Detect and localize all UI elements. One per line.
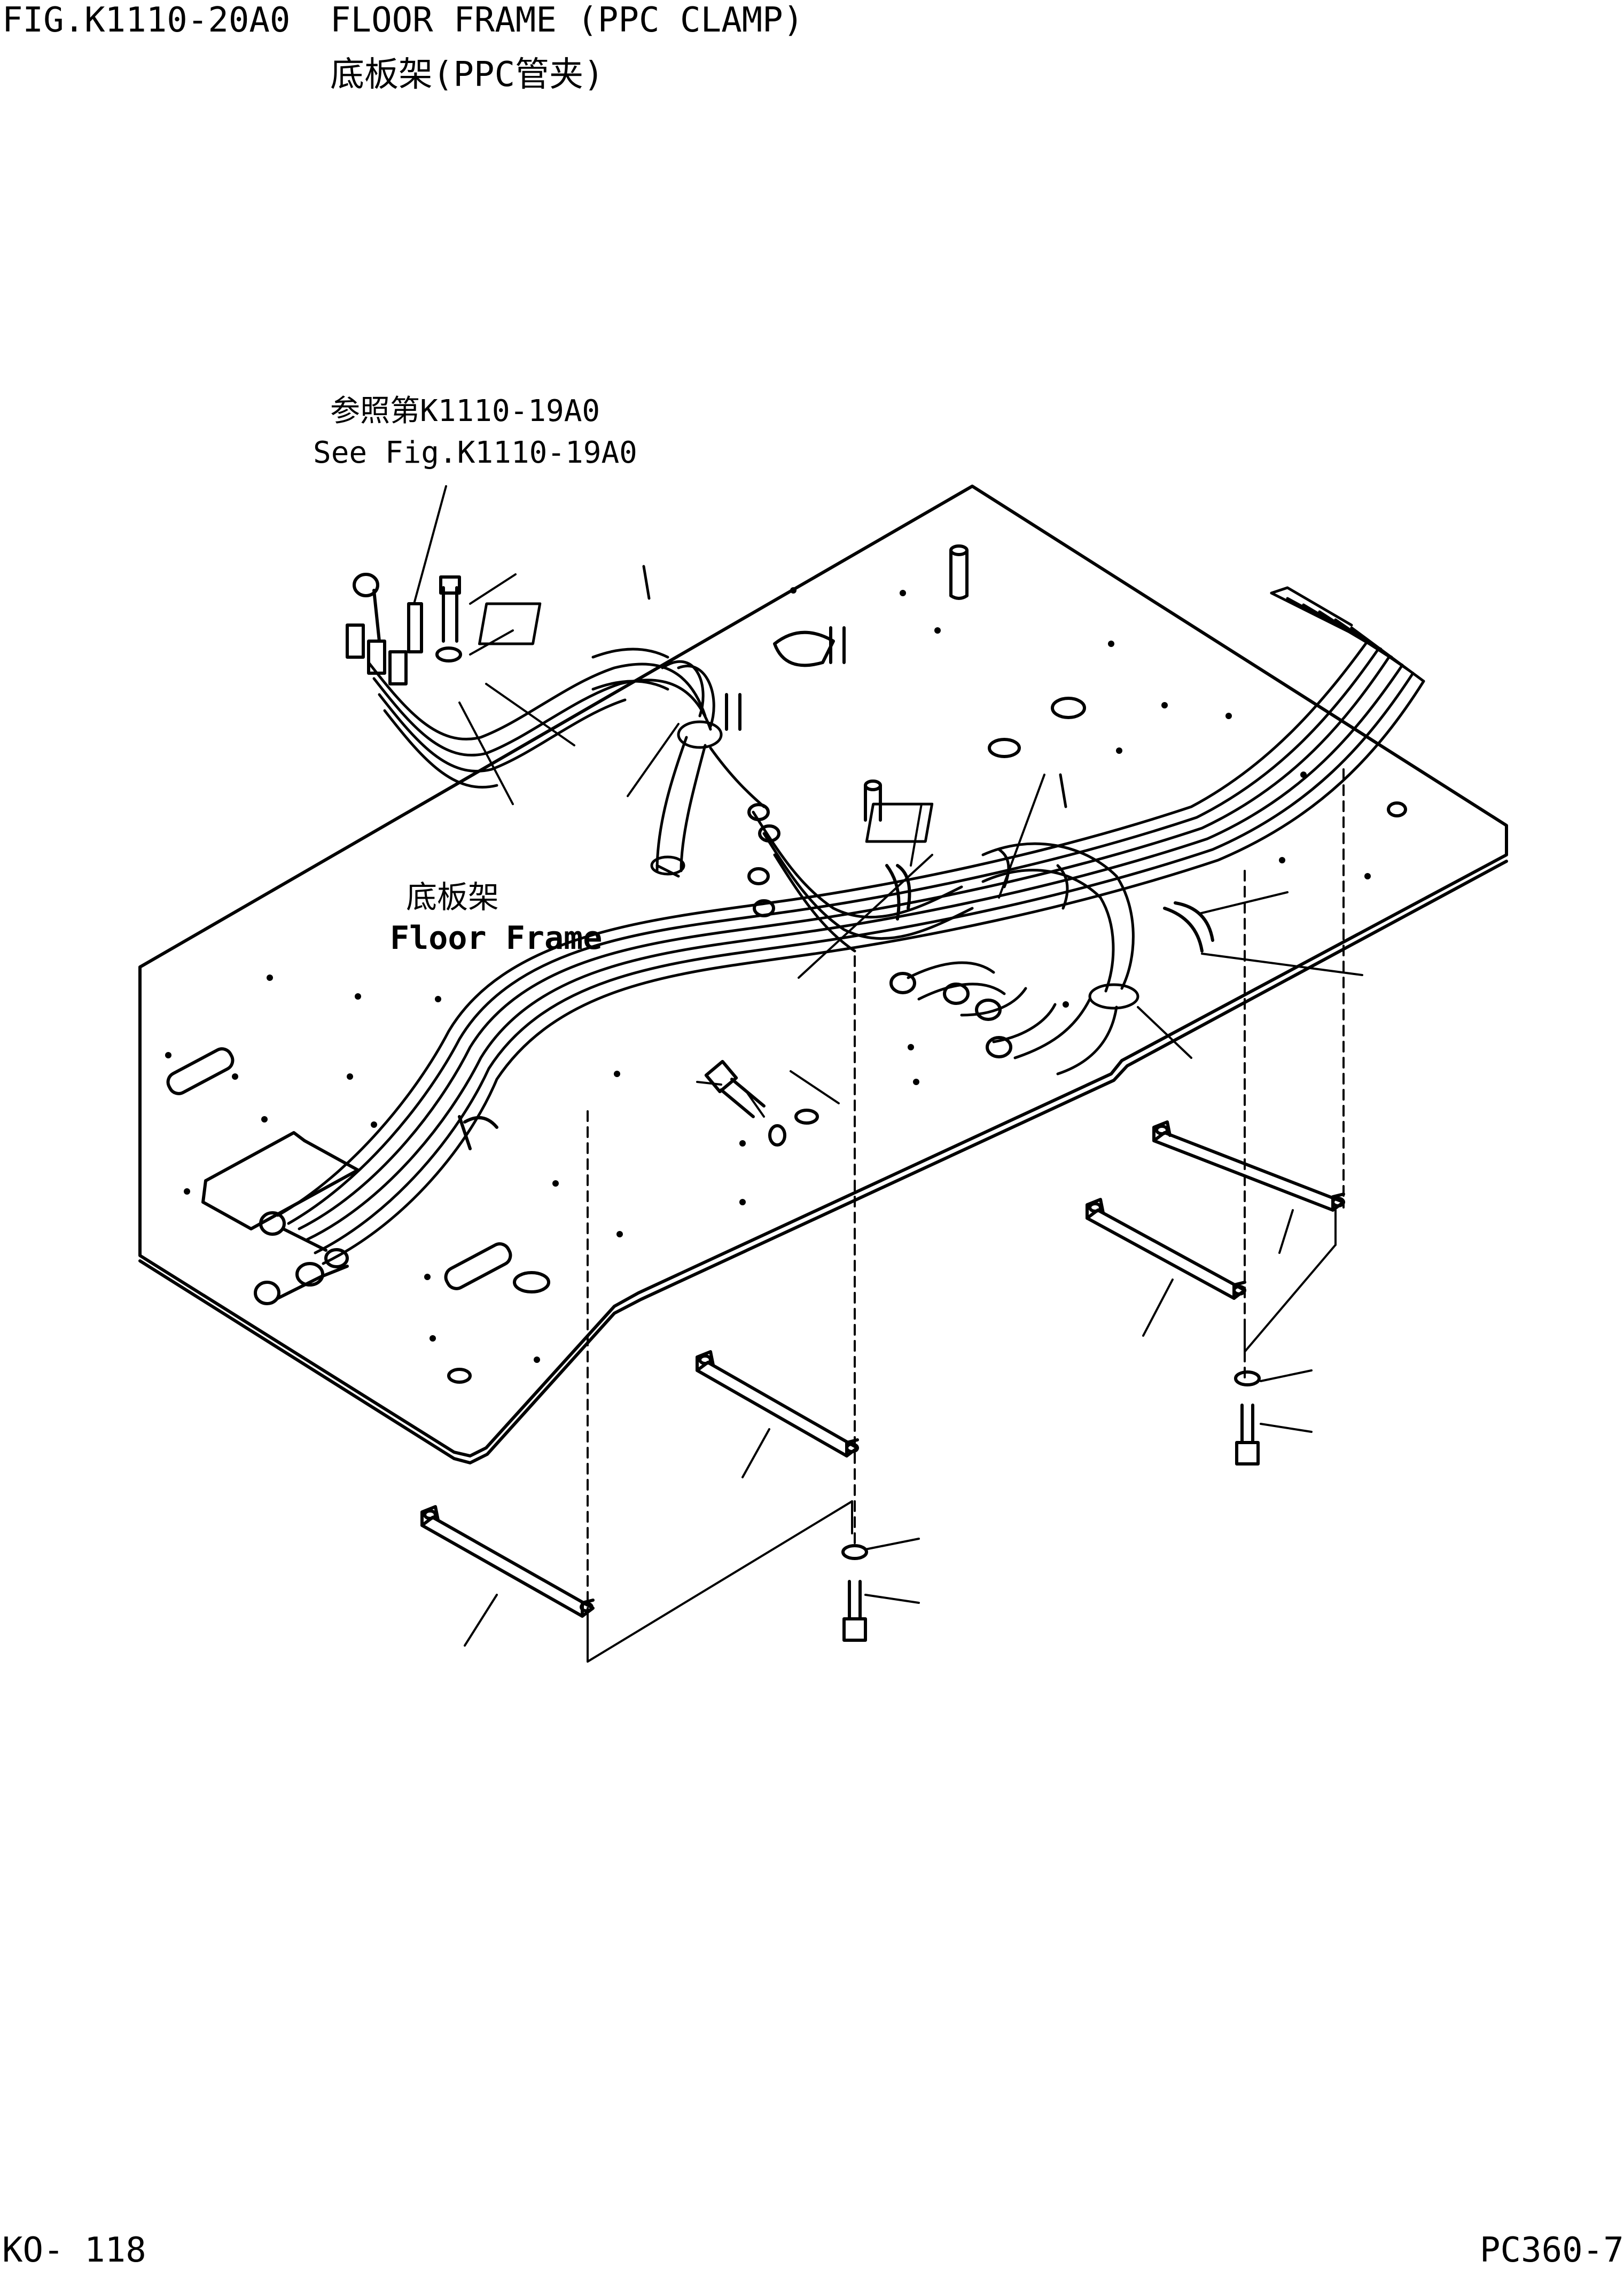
part-label-english: Floor Frame [390,919,603,957]
reference-english: See Fig.K1110-19A0 [313,435,637,470]
plate-openings [166,630,1407,1384]
floor-plate-edge [138,860,1508,1464]
part-label-chinese: 底板架 [406,879,499,915]
figure-title-english: FLOOR FRAME (PPC CLAMP) [330,1,804,40]
figure-title-chinese: 底板架(PPC管夹) [330,55,604,95]
mounting-lines [587,768,1345,1615]
figure-number: FIG.K1110-20A0 [2,1,291,40]
leader-lines [413,485,1363,1647]
rear-left-fittings [346,573,423,685]
plate-studs [725,544,969,822]
front-left-fittings [254,1211,349,1305]
clamp-brackets [420,1120,1345,1618]
page-number: KO- 118 [2,2231,146,2270]
floor-plate-outline [138,485,1508,1457]
grouping-lines [587,1209,1337,1663]
model-number: PC360-7 [1480,2231,1624,2270]
center-fittings [747,803,1012,1058]
center-hose-group [752,773,1139,1075]
lower-bolts [841,1370,1261,1642]
rear-left-hose-group [367,565,766,878]
plate-holes [165,587,1371,1363]
reference-chinese: 参照第K1110-19A0 [330,394,600,428]
upper-bolts [435,575,786,1147]
